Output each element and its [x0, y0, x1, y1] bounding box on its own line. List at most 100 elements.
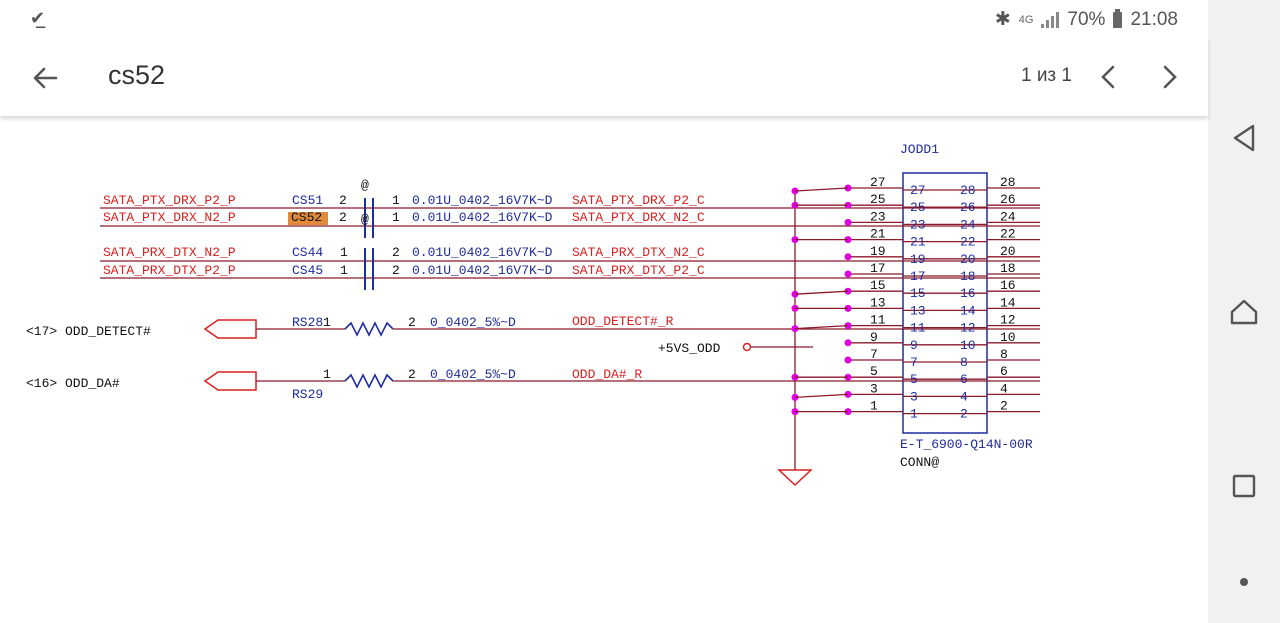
- pin-number: 13: [910, 303, 926, 318]
- junction-dot: [844, 218, 852, 226]
- system-home-button[interactable]: [1224, 292, 1264, 332]
- pin-number: 1: [340, 263, 348, 278]
- back-button[interactable]: [26, 58, 66, 98]
- resistor-ref: RS29: [292, 387, 323, 402]
- pin-number: 4: [960, 389, 968, 404]
- pin-number: 17: [910, 269, 926, 284]
- pin-number: 25: [910, 200, 926, 215]
- junction-dot: [844, 270, 852, 278]
- pin-number: 25: [870, 192, 886, 207]
- port-label: <16> ODD_DA#: [26, 376, 120, 391]
- cap-labels: SATA_PTX_DRX_P2_P CS51 2 1 0.01U_0402_16…: [103, 178, 705, 278]
- app-bar: cs52 1 из 1: [0, 38, 1208, 116]
- net-label: SATA_PTX_DRX_P2_P: [103, 193, 236, 208]
- connector-label: CONN@: [900, 455, 939, 470]
- pin-number: 14: [1000, 295, 1016, 310]
- search-highlight: [288, 212, 328, 225]
- schematic-view[interactable]: JODD1 SATA_PTX_DRX_P2_P CS51 2 1 0.01U_0…: [0, 120, 1208, 623]
- pin-number: 17: [870, 261, 886, 276]
- net-label: SATA_PRX_DTX_N2_P: [103, 245, 236, 260]
- battery-percent: 70%: [1067, 8, 1106, 30]
- pin-number: 10: [960, 338, 976, 353]
- pin-number: 4: [1000, 381, 1008, 396]
- pin-number: 24: [960, 217, 976, 232]
- power-port: [742, 342, 752, 352]
- pin-number: 2: [1000, 399, 1008, 414]
- net-label: SATA_PRX_DTX_P2_P: [103, 263, 236, 278]
- page-indicator: 1 из 1: [1020, 65, 1072, 86]
- pin-number: 15: [870, 278, 886, 293]
- pin-number: 2: [408, 315, 416, 330]
- cap-value: 0.01U_0402_16V7K~D: [412, 210, 553, 225]
- pin-number: 16: [960, 286, 976, 301]
- system-recents-button[interactable]: [1224, 466, 1264, 506]
- pin-number: 20: [960, 252, 976, 267]
- pin-number: 8: [960, 355, 968, 370]
- download-done-icon: ✔̲: [30, 8, 46, 28]
- pin-number: 9: [870, 330, 878, 345]
- pin-number: 6: [1000, 364, 1008, 379]
- pin-number: 11: [870, 313, 886, 328]
- pin-number: 2: [392, 263, 400, 278]
- pin-number: 14: [960, 303, 976, 318]
- pin-number: 1: [323, 315, 331, 330]
- resistor-ref: RS28: [292, 315, 323, 330]
- pin-number: 2: [408, 367, 416, 382]
- junction-dot: [844, 356, 852, 364]
- capacitor-symbols: [364, 198, 374, 290]
- previous-result-button[interactable]: [1094, 62, 1124, 92]
- pin-number: 5: [870, 364, 878, 379]
- pin-number: 20: [1000, 244, 1016, 259]
- pin-number: 15: [910, 286, 926, 301]
- pin-number: 23: [910, 217, 926, 232]
- pin-number: 5: [910, 372, 918, 387]
- cap-ref: CS44: [292, 245, 323, 260]
- pin-number: 22: [960, 235, 976, 250]
- cap-ref-highlighted: CS52: [291, 210, 322, 225]
- cap-value: 0.01U_0402_16V7K~D: [412, 193, 553, 208]
- cap-value: 0.01U_0402_16V7K~D: [412, 245, 553, 260]
- power-label: +5VS_ODD: [658, 341, 721, 356]
- system-extra-button[interactable]: [1224, 562, 1264, 602]
- pin-number: 1: [870, 399, 878, 414]
- pin-number: 18: [1000, 261, 1016, 276]
- net-label: ODD_DA#_R: [572, 367, 642, 382]
- net-label: ODD_DETECT#_R: [572, 314, 674, 329]
- pin-number: 13: [870, 295, 886, 310]
- pin-number: 1: [323, 367, 331, 382]
- connector-body: [902, 172, 988, 434]
- pin-number: 22: [1000, 227, 1016, 242]
- pin-number: 10: [1000, 330, 1016, 345]
- net-label: SATA_PTX_DRX_N2_C: [572, 210, 705, 225]
- pin-number: 21: [870, 227, 886, 242]
- pin-number: 19: [910, 252, 926, 267]
- chevron-left-icon: [1101, 65, 1115, 89]
- pin-number: 1: [392, 210, 400, 225]
- sata-nets: [100, 207, 1040, 279]
- pin-number: 2: [339, 210, 347, 225]
- port-label: <17> ODD_DETECT#: [26, 324, 151, 339]
- pin-number: 11: [910, 321, 926, 336]
- system-back-button[interactable]: [1224, 118, 1264, 158]
- pin-number: 16: [1000, 278, 1016, 293]
- pin-number: 26: [960, 200, 976, 215]
- junction-dot: [791, 290, 799, 298]
- pin-number: 27: [870, 175, 886, 190]
- pin-number: 12: [1000, 313, 1016, 328]
- dot-icon: [1240, 578, 1248, 586]
- network-type: 4G: [1018, 13, 1034, 26]
- ground-bus: [777, 190, 813, 487]
- pin-number: 26: [1000, 192, 1016, 207]
- resistor-value: 0_0402_5%~D: [430, 315, 516, 330]
- pin-number: 1: [340, 245, 348, 260]
- document-title: cs52: [108, 60, 166, 90]
- pin-number: 8: [1000, 347, 1008, 362]
- chevron-right-icon: [1163, 65, 1177, 89]
- cap-value: 0.01U_0402_16V7K~D: [412, 263, 553, 278]
- connector-part: E-T_6900-Q14N-00R: [900, 437, 1033, 452]
- pin-number: 2: [392, 245, 400, 260]
- cap-ref: CS51: [292, 193, 323, 208]
- next-result-button[interactable]: [1154, 62, 1184, 92]
- net-label: SATA_PRX_DTX_N2_C: [572, 245, 705, 260]
